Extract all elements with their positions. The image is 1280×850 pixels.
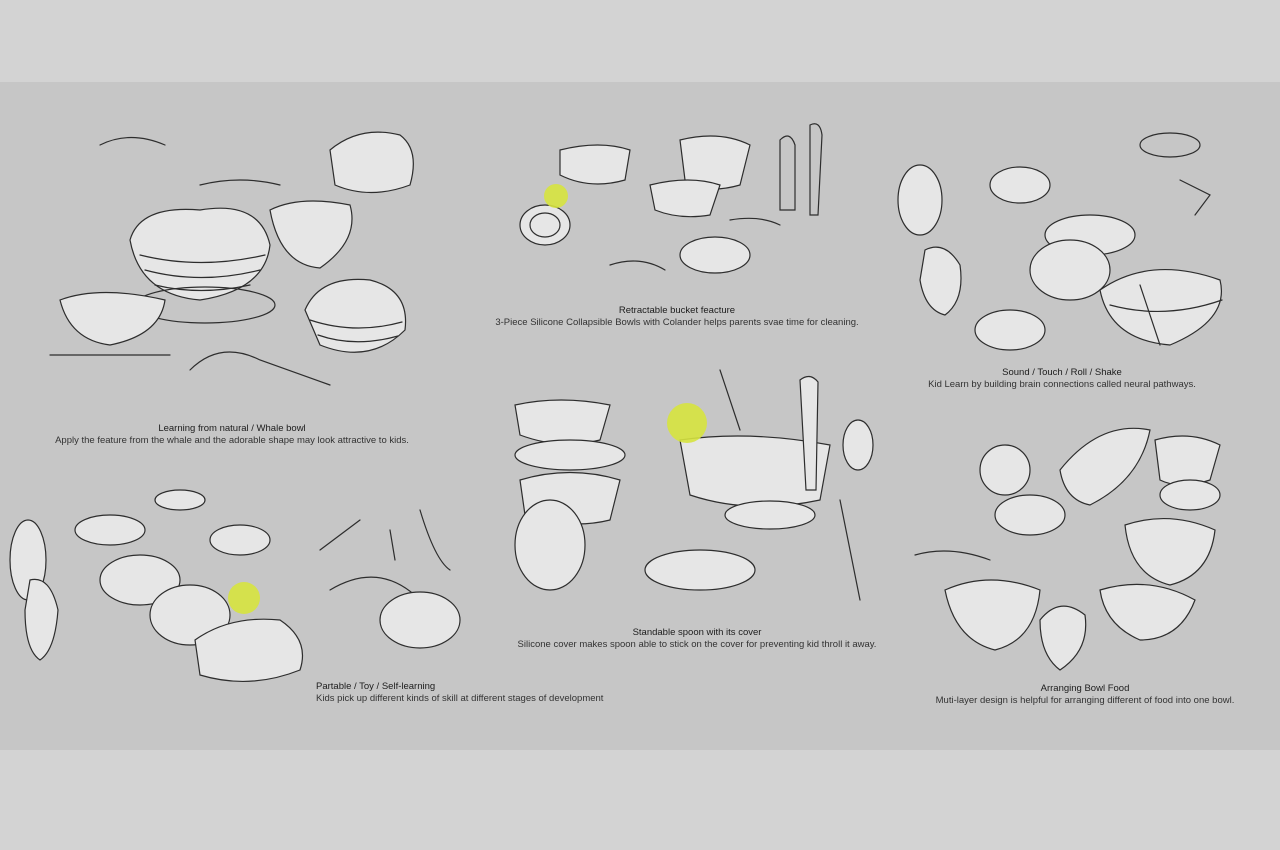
caption-description: Muti-layer design is helpful for arrangi… — [935, 695, 1235, 706]
caption-description: 3-Piece Silicone Collapsible Bowls with … — [495, 317, 859, 328]
partable-toy-sketches — [9, 489, 461, 683]
caption-partable-toy: Partable / Toy / Self-learning Kids pick… — [316, 681, 603, 705]
caption-description: Silicone cover makes spoon able to stick… — [517, 639, 877, 650]
caption-whale-bowl: Learning from natural / Whale bowl Apply… — [55, 423, 409, 447]
sound-toy-sketches — [897, 132, 1223, 351]
caption-title: Sound / Touch / Roll / Shake — [1002, 367, 1122, 378]
caption-description: Kid Learn by building brain connections … — [928, 379, 1196, 390]
caption-arranging-bowl: Arranging Bowl Food Muti-layer design is… — [936, 683, 1235, 707]
whale-bowl-sketches — [49, 131, 414, 386]
arranging-bowl-sketches — [914, 427, 1221, 671]
retractable-bucket-sketches — [519, 123, 823, 274]
caption-retractable-bucket: Retractable bucket feacture 3-Piece Sili… — [495, 305, 858, 329]
caption-title: Standable spoon with its cover — [632, 627, 762, 638]
caption-title: Arranging Bowl Food — [1040, 683, 1130, 694]
caption-description: Apply the feature from the whale and the… — [55, 435, 409, 446]
standable-spoon-sketches — [514, 369, 874, 601]
caption-description: Kids pick up different kinds of skill at… — [316, 693, 604, 704]
caption-title: Learning from natural / Whale bowl — [158, 423, 306, 434]
caption-standable-spoon: Standable spoon with its cover Silicone … — [518, 627, 877, 651]
caption-sound-touch: Sound / Touch / Roll / Shake Kid Learn b… — [928, 367, 1196, 391]
caption-title: Retractable bucket feacture — [618, 305, 736, 316]
caption-title: Partable / Toy / Self-learning — [316, 681, 436, 692]
